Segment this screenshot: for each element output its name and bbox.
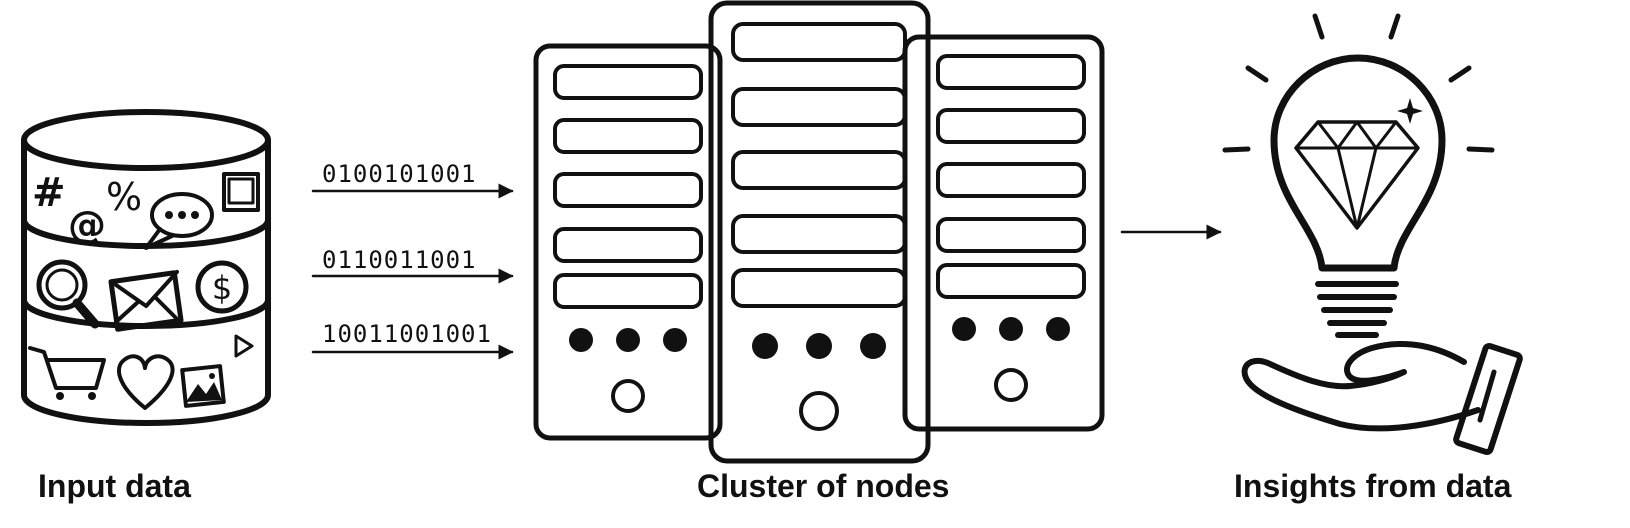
play-icon bbox=[234, 334, 254, 358]
server-cluster-icon bbox=[533, 0, 1105, 464]
image-icon bbox=[180, 364, 226, 408]
binary-stream-3: 10011001001 bbox=[322, 320, 492, 348]
open-hand-icon bbox=[1241, 340, 1523, 456]
heart-icon bbox=[117, 354, 175, 410]
database-icon: # @ % $ bbox=[21, 109, 271, 426]
photo-frame-icon bbox=[222, 172, 260, 212]
speech-bubble-icon bbox=[144, 192, 214, 250]
binary-streams: 0100101001 0110011001 10011001001 bbox=[311, 160, 514, 360]
server-center bbox=[708, 0, 931, 464]
at-symbol: @ bbox=[68, 203, 106, 247]
dollar-symbol: $ bbox=[212, 269, 232, 307]
server-right bbox=[902, 34, 1105, 432]
percent-symbol: % bbox=[106, 175, 142, 219]
cluster-of-nodes-label: Cluster of nodes bbox=[697, 468, 949, 504]
diamond-icon bbox=[1294, 98, 1423, 230]
binary-stream-2: 0110011001 bbox=[322, 246, 477, 274]
binary-stream-1: 0100101001 bbox=[322, 160, 477, 188]
input-data-label: Input data bbox=[38, 468, 191, 504]
dollar-coin-icon: $ bbox=[195, 260, 249, 314]
insights-from-data-label: Insights from data bbox=[1234, 468, 1512, 504]
envelope-icon bbox=[108, 269, 184, 332]
shopping-cart-icon bbox=[28, 346, 106, 400]
hash-symbol: # bbox=[32, 170, 66, 216]
server-left bbox=[533, 43, 723, 441]
lightbulb-icon bbox=[1222, 13, 1495, 338]
magnifier-icon bbox=[36, 259, 100, 329]
